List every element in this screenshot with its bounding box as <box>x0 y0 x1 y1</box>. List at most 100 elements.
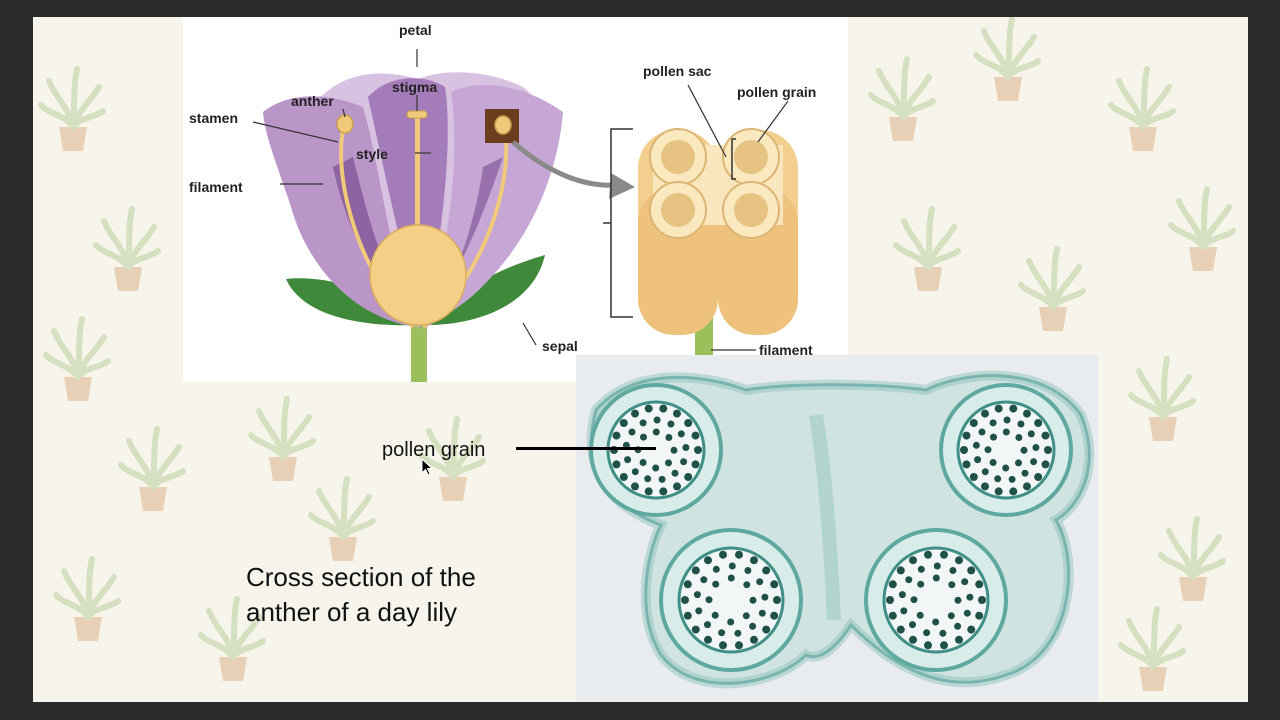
ovary <box>369 224 467 326</box>
slide-caption: Cross section of the anther of a day lil… <box>246 560 476 630</box>
label-filament: filament <box>189 179 243 195</box>
pollen-grain-dot <box>974 456 982 464</box>
pollen-grain-dot <box>989 419 997 427</box>
pollen-grain-dot <box>652 464 660 472</box>
pollen-grain-dot <box>652 428 660 436</box>
pollen-grain-dot <box>994 487 1003 496</box>
pollen-grain-dot <box>969 473 978 481</box>
pollen-grain-dot <box>644 475 652 483</box>
flower-diagram: petal stigma anther stamen style filamen… <box>183 17 848 382</box>
pollen-grain-dot <box>735 641 743 650</box>
pollen-grain-dot <box>962 460 971 469</box>
pollen-grain-dot <box>888 611 897 620</box>
pollen-grain-dot <box>659 404 668 413</box>
pollen-grain-dot <box>750 556 758 565</box>
pollen-grain-dot <box>1034 419 1043 427</box>
pollen-grain-dot <box>684 473 693 481</box>
pollen-grain-dot <box>967 625 976 634</box>
pollen-grain-dot <box>933 562 941 570</box>
pollen-grain-dot <box>978 596 986 604</box>
pollen-grain-pointer-label: pollen grain <box>382 439 486 461</box>
pollen-grain-dot <box>1023 409 1031 418</box>
pollen-grain-dot <box>917 580 925 588</box>
pollen-grain-dot <box>639 459 647 466</box>
label-style: style <box>356 146 388 162</box>
pollen-grain-dot <box>762 625 771 634</box>
pollen-grain-dot <box>612 460 621 469</box>
mouse-cursor-icon <box>421 458 433 476</box>
pollen-grain-dot <box>749 596 757 604</box>
pollen-grain-dot <box>1020 446 1028 454</box>
pollen-grain-dot <box>670 446 678 454</box>
pollen-grain-dot <box>628 428 636 436</box>
pollen-grain-dot <box>923 629 931 637</box>
pollen-grain-dot <box>693 591 701 599</box>
pollen-grain-dot <box>1017 420 1025 428</box>
pollen-grain-dot <box>773 596 781 604</box>
pollen-grain-dot <box>989 459 997 466</box>
pollen-grain-dot <box>704 556 712 565</box>
pollen-grain-dot <box>990 433 997 441</box>
pollen-grain-dot <box>640 433 647 441</box>
pollen-grain-dot <box>756 578 764 586</box>
pollen-grain-dot <box>683 611 692 620</box>
pointer-line <box>516 447 656 450</box>
pollen-grain-dot <box>984 446 992 454</box>
pollen-grain-dot <box>694 446 702 454</box>
pollen-grain-dot <box>680 458 688 466</box>
pollen-grain-dot <box>691 460 700 469</box>
pollen-grain-dot <box>770 580 779 589</box>
pollen-grain-dot <box>700 576 708 584</box>
pollen-grain-dot <box>1009 487 1018 496</box>
pollen-grain-dot <box>712 580 720 588</box>
pollen-grain-dot <box>1027 430 1035 438</box>
pollen-grain-dot <box>1015 459 1022 467</box>
pollen-grain-dot <box>624 456 632 464</box>
pollen-grain-dot <box>905 576 913 584</box>
pollen-grain-dot <box>960 446 968 454</box>
pollen-grain-dot <box>1030 458 1038 466</box>
pollen-grain-dot <box>671 469 679 477</box>
pollen-grain-dot <box>704 635 712 644</box>
pollen-grain-dot <box>1009 404 1018 413</box>
pollen-grain-dot <box>691 625 700 634</box>
pollen-grain-dot <box>898 591 906 599</box>
pollen-grain-dot <box>1041 460 1050 469</box>
label-stigma: stigma <box>392 79 437 95</box>
label-petal: petal <box>399 22 432 38</box>
pollen-grain-dot <box>978 428 986 436</box>
pollen-grain-dot <box>673 482 681 491</box>
stigma <box>406 110 428 119</box>
pollen-grain-dot <box>691 566 700 575</box>
pollen-grain-dot <box>916 611 924 619</box>
pollen-grain-dot <box>1021 469 1029 477</box>
pollen-grain-dot <box>705 596 713 604</box>
pollen-grain-dot <box>955 635 963 644</box>
pollen-grain-dot <box>1002 464 1010 472</box>
caption-line-2: anther of a day lily <box>246 597 458 627</box>
pollen-grain-dot <box>742 612 750 620</box>
anther-left <box>336 114 354 134</box>
pollen-grain-dot <box>940 641 948 650</box>
pollen-grain-dot <box>744 567 752 574</box>
pollen-grain-dot <box>963 609 971 617</box>
pollen-grain-dot <box>1002 428 1010 436</box>
caption-line-1: Cross section of the <box>246 562 476 592</box>
label-anther-filament: filament <box>759 342 813 358</box>
pollen-grain-dot <box>994 475 1002 483</box>
pollen-grain-dot <box>743 581 751 589</box>
pollen-grain-dot <box>682 444 690 451</box>
pollen-grain-dot <box>727 618 735 626</box>
label-stamen: stamen <box>189 110 238 126</box>
label-sepal: sepal <box>542 338 578 354</box>
pollen-grain-dot <box>917 565 925 573</box>
pollen-grain-dot <box>949 567 957 574</box>
pollen-grain-dot <box>886 596 894 604</box>
pollen-grain-dot <box>749 622 757 630</box>
pollen-grain-dot <box>718 629 726 637</box>
pollen-grain-dot <box>612 431 621 440</box>
label-pollen-sac: pollen sac <box>643 63 712 79</box>
pollen-grain-dot <box>981 468 989 476</box>
pollen-grain-dot <box>727 574 735 582</box>
pollen-grain-dot <box>1003 416 1011 424</box>
